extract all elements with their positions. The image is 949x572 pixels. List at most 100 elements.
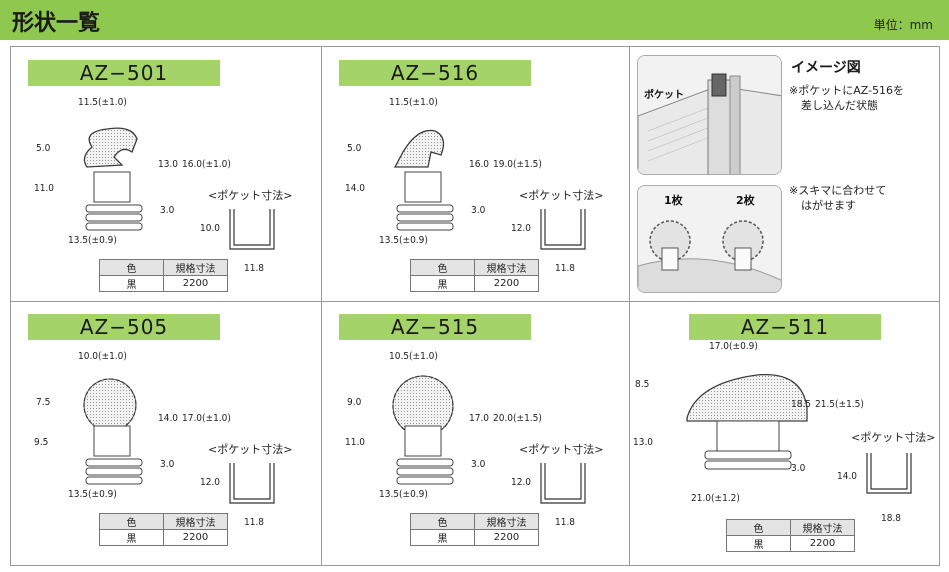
spec-header-size: 規格寸法 (790, 519, 855, 536)
dim-bottom: 13.5(±0.9) (68, 489, 117, 500)
pocket-dimension-title: <ポケット寸法> (851, 431, 936, 444)
spec-header-color: 色 (410, 259, 475, 276)
dim-base: 3.0 (160, 205, 175, 216)
spec-size: 2200 (163, 275, 228, 292)
unit-label: 単位：mm (873, 18, 933, 32)
pocket-height: 14.0 (837, 471, 858, 482)
product-label: AZ−515 (339, 314, 531, 340)
dim-bottom: 13.5(±0.9) (68, 235, 117, 246)
spec-header-color: 色 (99, 513, 164, 530)
dim-inner-height: 16.0 (469, 159, 490, 170)
pocket-width: 11.8 (555, 517, 576, 528)
spec-header-size: 規格寸法 (163, 259, 228, 276)
pocket-dimension-drawing (229, 209, 275, 250)
peel-photo: 1枚 2枚 (637, 185, 782, 293)
note-peel: ※スキマに合わせて はがせます (789, 184, 887, 212)
dim-total-height: 19.0(±1.5) (493, 159, 542, 170)
dim-left: 13.0 (633, 437, 654, 448)
dim-top-left: 9.0 (347, 397, 362, 408)
dim-inner-height: 18.5 (791, 399, 812, 410)
note-insert: ※ポケットにAZ-516を 差し込んだ状態 (789, 84, 905, 112)
pocket-photo-label: ポケット (644, 90, 684, 101)
dim-bottom: 21.0(±1.2) (691, 493, 740, 504)
divider (321, 47, 322, 565)
dim-inner-height: 14.0 (158, 413, 179, 424)
dim-bottom: 13.5(±0.9) (379, 489, 428, 500)
spec-header-size: 規格寸法 (474, 259, 539, 276)
dim-top-left: 8.5 (635, 379, 650, 390)
pocket-photo-illustration (638, 56, 781, 174)
pocket-photo: ポケット (637, 55, 782, 175)
dim-bottom: 13.5(±0.9) (379, 235, 428, 246)
dim-total-height: 16.0(±1.0) (182, 159, 231, 170)
spec-table: 色 規格寸法 黒 2200 (410, 513, 539, 546)
seal-profile-drawing (393, 129, 454, 231)
spec-size: 2200 (474, 529, 539, 546)
page-title: 形状一覧 (12, 11, 101, 36)
spec-header-color: 色 (726, 519, 791, 536)
dim-total-height: 17.0(±1.0) (182, 413, 231, 424)
dim-left: 14.0 (345, 183, 366, 194)
product-cell-az-501: AZ−501 11.5(±1.0) 5.0 11.0 13.0 16.0(±1.… (10, 47, 320, 301)
pocket-height: 12.0 (200, 477, 221, 488)
pocket-dimension-title: <ポケット寸法> (208, 189, 293, 202)
spec-color: 黒 (726, 535, 791, 552)
product-label: AZ−501 (28, 60, 220, 86)
dim-width: 10.5(±1.0) (389, 351, 438, 362)
pocket-dimension-title: <ポケット寸法> (519, 443, 604, 456)
product-cell-az-515: AZ−515 10.5(±1.0) 9.0 11.0 17.0 20.0(±1.… (321, 301, 631, 555)
two-layer-label: 2枚 (736, 194, 755, 207)
pocket-height: 10.0 (200, 223, 221, 234)
dim-total-height: 20.0(±1.5) (493, 413, 542, 424)
dim-top-left: 7.5 (36, 397, 51, 408)
dim-inner-height: 17.0 (469, 413, 490, 424)
dim-width: 10.0(±1.0) (78, 351, 127, 362)
pocket-dimension-title: <ポケット寸法> (519, 189, 604, 202)
one-layer-label: 1枚 (664, 194, 683, 207)
spec-table: 色 規格寸法 黒 2200 (410, 259, 539, 292)
spec-header-color: 色 (410, 513, 475, 530)
dim-left: 9.5 (34, 437, 49, 448)
pocket-height: 12.0 (511, 477, 532, 488)
product-label: AZ−511 (689, 314, 881, 340)
dim-base: 3.0 (160, 459, 175, 470)
product-cell-az-511: AZ−511 17.0(±0.9) 8.5 13.0 18.5 21.5(±1.… (629, 301, 939, 555)
pocket-dimension-drawing (866, 453, 912, 494)
spec-color: 黒 (99, 529, 164, 546)
dim-base: 3.0 (471, 205, 486, 216)
pocket-width: 18.8 (881, 513, 902, 524)
spec-header-size: 規格寸法 (474, 513, 539, 530)
seal-profile-drawing (686, 373, 808, 470)
dim-width: 11.5(±1.0) (389, 97, 438, 108)
pocket-dimension-title: <ポケット寸法> (208, 443, 293, 456)
spec-table: 色 規格寸法 黒 2200 (726, 519, 855, 552)
dim-inner-height: 13.0 (158, 159, 179, 170)
image-panel: ポケット イメージ図 ※ポケットにAZ-516を 差し込んだ状態 1枚 2枚 ※… (629, 47, 939, 300)
divider (11, 301, 939, 302)
product-label: AZ−516 (339, 60, 531, 86)
dim-width: 11.5(±1.0) (78, 97, 127, 108)
peel-photo-illustration (638, 186, 781, 292)
seal-profile-drawing (392, 375, 454, 485)
product-grid (10, 46, 940, 566)
spec-header-color: 色 (99, 259, 164, 276)
pocket-width: 11.8 (555, 263, 576, 274)
dim-top-left: 5.0 (347, 143, 362, 154)
pocket-height: 12.0 (511, 223, 532, 234)
pocket-dimension-drawing (540, 209, 586, 250)
pocket-width: 11.8 (244, 517, 265, 528)
header-bar: 形状一覧 単位：mm (0, 0, 949, 40)
spec-color: 黒 (410, 275, 475, 292)
pocket-width: 11.8 (244, 263, 265, 274)
dim-total-height: 21.5(±1.5) (815, 399, 864, 410)
spec-header-size: 規格寸法 (163, 513, 228, 530)
spec-table: 色 規格寸法 黒 2200 (99, 513, 228, 546)
seal-profile-drawing (83, 127, 143, 231)
product-cell-az-505: AZ−505 10.0(±1.0) 7.5 9.5 14.0 17.0(±1.0… (10, 301, 320, 555)
dim-top-left: 5.0 (36, 143, 51, 154)
image-title: イメージ図 (791, 60, 861, 76)
product-label: AZ−505 (28, 314, 220, 340)
dim-left: 11.0 (345, 437, 366, 448)
dim-width: 17.0(±0.9) (709, 341, 758, 352)
seal-profile-drawing (83, 378, 143, 485)
